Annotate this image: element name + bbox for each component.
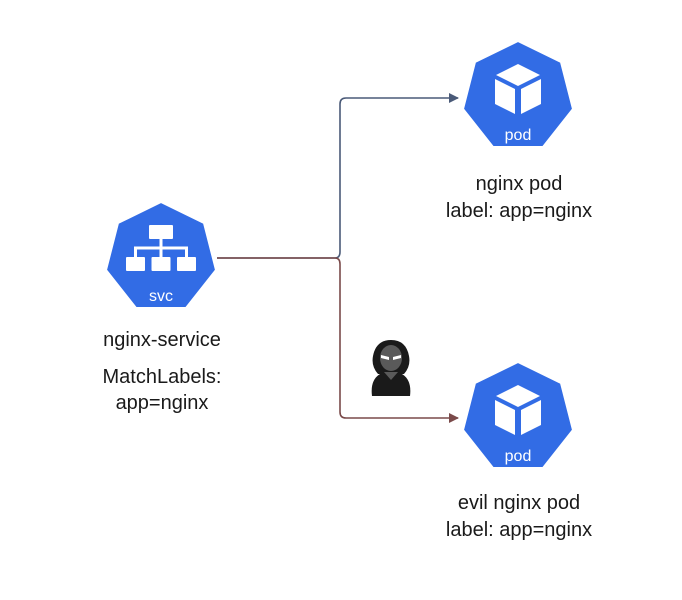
cube-icon bbox=[495, 385, 541, 435]
evil-nginx-pod-icon[interactable]: pod bbox=[462, 361, 574, 469]
evil-nginx-pod-label: label: app=nginx bbox=[445, 519, 593, 541]
evil-nginx-pod-name: evil nginx pod bbox=[457, 492, 581, 514]
hacker-icon bbox=[371, 340, 411, 396]
connector-to-evil-pod bbox=[217, 257, 459, 423]
network-tree-icon bbox=[126, 225, 196, 271]
nginx-pod-label: label: app=nginx bbox=[445, 200, 593, 222]
evil-nginx-pod-icon-label: pod bbox=[505, 448, 532, 465]
service-selector-value: app=nginx bbox=[115, 392, 209, 414]
cube-icon bbox=[495, 64, 541, 114]
nginx-pod-name: nginx pod bbox=[475, 173, 563, 195]
service-name: nginx-service bbox=[103, 329, 221, 351]
svc-icon-label: svc bbox=[149, 288, 173, 305]
svc-icon[interactable]: svc bbox=[105, 201, 217, 309]
nginx-pod-icon-label: pod bbox=[505, 127, 532, 144]
nginx-pod-icon[interactable]: pod bbox=[462, 40, 574, 148]
service-selector-heading: MatchLabels: bbox=[102, 366, 222, 388]
